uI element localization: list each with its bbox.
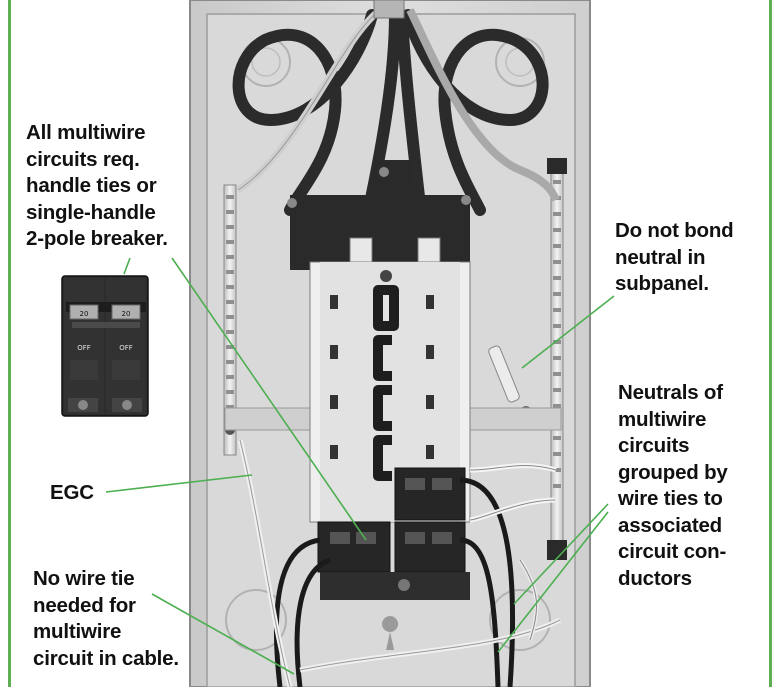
callout-line: associated xyxy=(618,513,722,537)
leader-breaker-inset xyxy=(123,257,131,275)
callout-line: circuits xyxy=(618,434,690,457)
installed-breakers xyxy=(317,467,470,600)
breaker-rating-left: 20 xyxy=(80,310,89,318)
callout-line: circuit con- xyxy=(618,540,727,563)
callout-line: handle ties or xyxy=(26,174,157,197)
callout-line: needed for xyxy=(33,593,136,617)
callout-line: neutral in xyxy=(615,245,706,269)
callout-egc: EGC xyxy=(50,480,94,507)
callout-no-wire-tie: No wire tie needed for multiwire circuit… xyxy=(33,566,179,672)
leader-lines xyxy=(105,257,615,675)
callout-neutrals-grouped: Neutrals of multiwire circuits grouped b… xyxy=(618,380,728,592)
callout-line: No wire tie xyxy=(33,567,135,590)
frame-border-right xyxy=(769,0,772,687)
callout-no-bond-neutral: Do not bond neutral in subpanel. xyxy=(615,218,734,298)
breaker-off-right: OFF xyxy=(119,344,133,352)
callout-line: Neutrals of xyxy=(618,381,723,404)
branch-wiring xyxy=(237,439,562,687)
neutral-bar-right xyxy=(547,158,567,560)
callout-line: grouped by xyxy=(618,460,728,484)
main-lug-block xyxy=(287,160,471,270)
leader-neutrals-1 xyxy=(513,503,609,605)
callout-line: multiwire xyxy=(618,407,707,431)
callout-line: circuit in cable. xyxy=(33,646,179,670)
callout-line: multiwire xyxy=(33,620,122,643)
callout-line: Do not bond xyxy=(615,219,734,242)
callout-line: EGC xyxy=(50,481,94,504)
callout-multiwire-handle-ties: All multiwire circuits req. handle ties … xyxy=(26,120,168,253)
breaker-off-left: OFF xyxy=(77,344,91,352)
callout-line: single-handle xyxy=(26,200,156,224)
frame-border-left xyxy=(8,0,11,687)
leader-neutrals-2 xyxy=(497,511,609,653)
leader-no-wire-tie xyxy=(151,593,295,675)
leader-handle-ties xyxy=(171,257,367,541)
callout-line: circuits req. xyxy=(26,147,140,171)
callout-line: All multiwire xyxy=(26,121,146,144)
callout-line: wire ties to xyxy=(618,487,723,510)
leader-no-bond xyxy=(521,295,615,369)
breaker-rating-right: 20 xyxy=(122,310,131,318)
leader-egc xyxy=(105,474,253,493)
two-pole-breaker-inset: 20 20 OFF OFF xyxy=(61,275,149,417)
callout-line: ductors xyxy=(618,566,692,590)
callout-line: subpanel. xyxy=(615,272,709,295)
callout-line: 2-pole breaker. xyxy=(26,227,168,250)
